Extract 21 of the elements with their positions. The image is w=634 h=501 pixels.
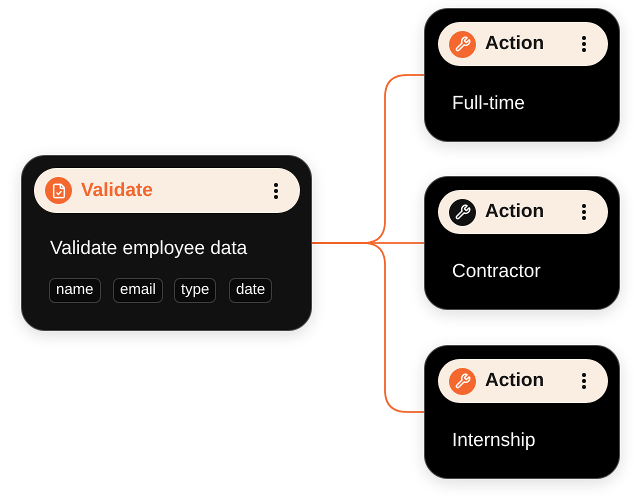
header-pill [34, 168, 300, 213]
field-tag: date [229, 278, 272, 303]
step-title: Action [485, 369, 544, 393]
field-tag: email [113, 278, 163, 303]
card-description: Validate employee data [50, 237, 248, 261]
card-description: Contractor [452, 260, 541, 284]
node-card [424, 345, 620, 479]
field-tag: type [174, 278, 216, 303]
header-pill [438, 22, 608, 66]
node-card [21, 155, 312, 331]
step-title: Action [485, 200, 544, 224]
header-pill [438, 190, 608, 234]
step-title: Validate [81, 178, 153, 202]
connector-line [312, 242, 424, 413]
step-title: Action [485, 32, 544, 56]
card-description: Internship [452, 429, 536, 453]
header-pill [438, 359, 608, 403]
node-card [424, 176, 620, 310]
node-card [424, 8, 620, 142]
card-description: Full-time [452, 92, 525, 116]
field-tag: name [49, 278, 101, 303]
